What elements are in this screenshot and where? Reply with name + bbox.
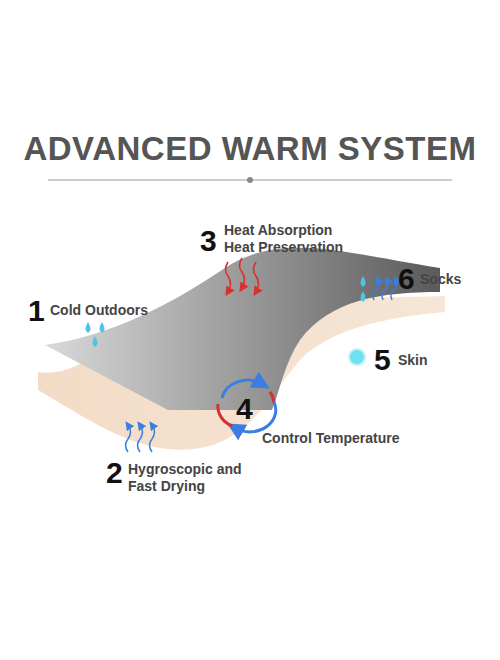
callout-label: Skin	[398, 352, 428, 369]
diagram-title: ADVANCED WARM SYSTEM	[0, 130, 500, 168]
temperature-ring	[218, 380, 276, 432]
callout-label: Heat Preservation	[224, 239, 343, 256]
callout-number: 6	[398, 264, 415, 294]
skin-bubble	[349, 349, 365, 365]
sock-layer	[45, 248, 440, 410]
callout-number: 1	[28, 296, 45, 326]
callout-label: Control Temperature	[262, 430, 399, 447]
callout-label: Hygroscopic and Fast Drying	[128, 461, 258, 495]
moisture-arrows	[126, 425, 155, 452]
callout-label: Heat Absorption	[224, 222, 332, 239]
callout-number: 4	[236, 394, 253, 424]
callout-label: Cold Outdoors	[50, 302, 148, 319]
callout-number: 2	[106, 458, 123, 488]
rule-dot	[247, 177, 253, 183]
heat-arrows	[226, 258, 259, 292]
callout-label: Socks	[420, 271, 461, 288]
callout-number: 3	[200, 226, 217, 256]
callout-number: 5	[374, 345, 391, 375]
sock-moisture	[361, 276, 398, 302]
water-drops	[86, 322, 105, 347]
